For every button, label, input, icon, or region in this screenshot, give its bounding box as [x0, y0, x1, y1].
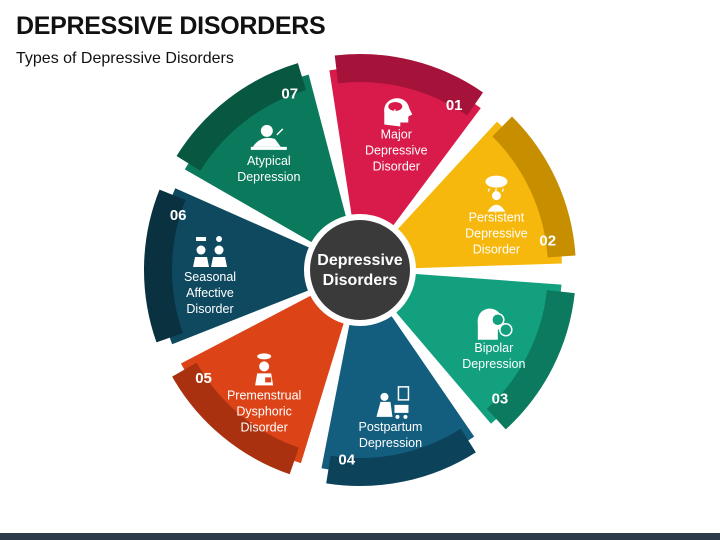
segment-rim: [486, 290, 575, 430]
segment-rim: [326, 428, 476, 486]
mother-with-baby-icon: [376, 386, 410, 419]
center-circle: [310, 220, 410, 320]
page-title: DEPRESSIVE DISORDERS: [16, 12, 326, 40]
segment-wedge: [184, 74, 346, 243]
segment-number: 07: [281, 85, 298, 102]
segment-wedge: [329, 68, 481, 226]
segment-rim: [143, 189, 186, 343]
head-down-desk-icon: [250, 124, 287, 150]
segment-rim: [492, 116, 576, 258]
segment-number: 05: [195, 370, 212, 387]
person-under-cloud-icon: [485, 175, 508, 212]
segment-number: 04: [338, 452, 355, 469]
bottom-bar: [0, 533, 720, 540]
segment-number: 03: [492, 391, 509, 408]
woman-cramps-icon: [255, 353, 274, 386]
segment-rim: [172, 362, 299, 475]
brain-cloud-icon: [384, 98, 413, 127]
segment-rim: [334, 54, 484, 116]
segment-rim: [176, 63, 306, 171]
segment-number: 06: [170, 207, 187, 224]
segment-wedge: [158, 188, 309, 345]
people-weather-icon: [193, 236, 228, 268]
two-faces-mood-icon: [477, 308, 513, 340]
page-subtitle: Types of Depressive Disorders: [16, 50, 234, 67]
segment-number: 02: [539, 233, 556, 250]
segment-number: 01: [446, 97, 463, 114]
